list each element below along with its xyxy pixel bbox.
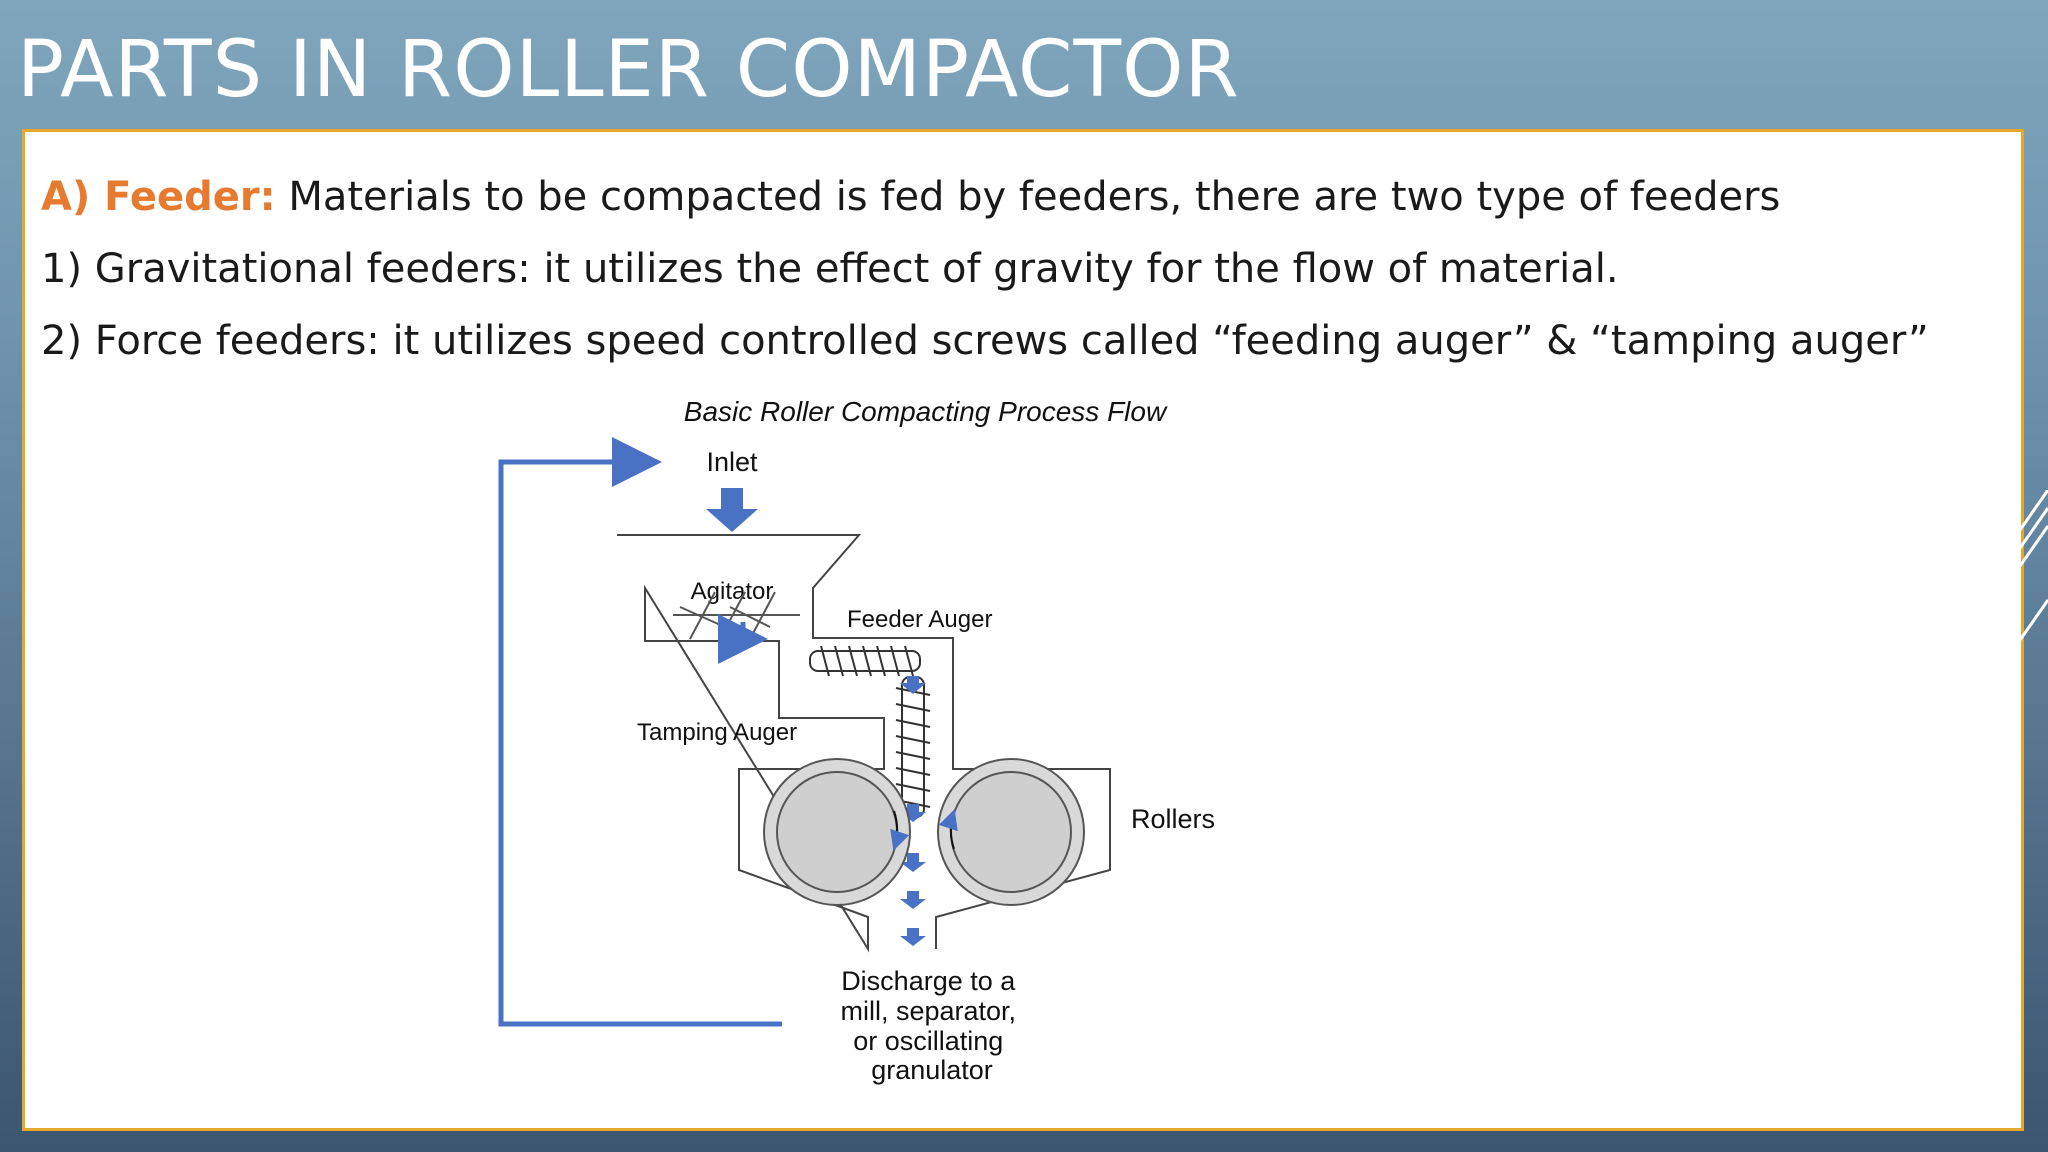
inlet-arrow-icon (706, 488, 758, 532)
right-roller-icon (937, 758, 1085, 906)
flow-arrow-icon (900, 804, 926, 822)
feeder-text: Materials to be compacted is fed by feed… (275, 174, 1781, 220)
decorative-stripes (2020, 490, 2048, 641)
discharge-line: Discharge to a (841, 966, 1016, 996)
agitator-flow-arrow-icon (718, 614, 768, 664)
feeder-heading: A) Feeder: (41, 174, 276, 220)
rollers-label: Rollers (1131, 804, 1215, 834)
tamping-auger-label: Tamping Auger (637, 719, 797, 746)
agitator-label: Agitator (691, 578, 774, 605)
feeder-auger-label: Feeder Auger (847, 606, 992, 633)
slide-title: PARTS IN ROLLER COMPACTOR (17, 25, 1240, 115)
force-feeders-line: 2) Force feeders: it utilizes speed cont… (41, 318, 1929, 364)
left-roller-icon (763, 758, 911, 906)
flow-arrow-icon (900, 853, 926, 872)
feeder-auger-icon (809, 645, 921, 677)
flow-arrow-icon (900, 928, 926, 946)
discharge-label: Discharge to a mill, separator, or oscil… (840, 966, 1023, 1085)
content-box: A) Feeder: Materials to be compacted is … (22, 129, 2024, 1131)
recycle-loop-arrow (498, 437, 782, 1027)
inlet-label: Inlet (706, 447, 758, 477)
discharge-line: mill, separator, (840, 996, 1016, 1026)
flow-arrow-icon (900, 676, 926, 694)
flow-arrow-icon (900, 891, 926, 909)
discharge-line: granulator (871, 1055, 993, 1085)
roller-compacting-diagram: Basic Roller Compacting Process Flow Inl… (498, 396, 1215, 1085)
feeder-line: A) Feeder: Materials to be compacted is … (41, 174, 1780, 220)
discharge-line: or oscillating (853, 1026, 1003, 1056)
gravitational-feeders-line: 1) Gravitational feeders: it utilizes th… (41, 246, 1619, 292)
diagram-title: Basic Roller Compacting Process Flow (684, 396, 1168, 427)
flow-arrows (900, 676, 926, 946)
